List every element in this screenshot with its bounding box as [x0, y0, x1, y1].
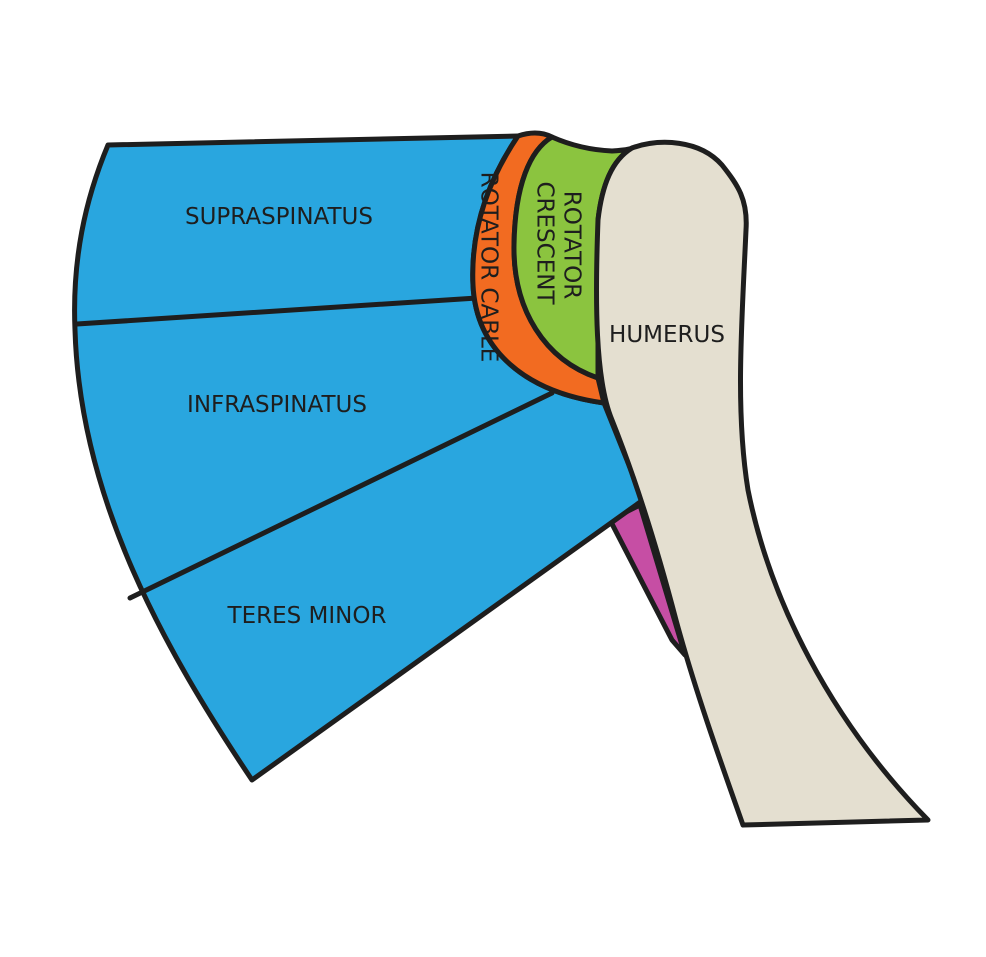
teres-minor-label: TERES MINOR — [227, 603, 387, 629]
supraspinatus-label: SUPRASPINATUS — [185, 204, 373, 230]
divider-infraspinatus-teres-minor — [127, 390, 555, 601]
humerus-label: HUMERUS — [609, 322, 725, 348]
humerus-region — [594, 139, 931, 828]
infraspinatus-label: INFRASPINATUS — [187, 392, 367, 418]
divider-supraspinatus-infraspinatus — [74, 295, 480, 327]
rotator-cable-label: ROTATOR CABLE — [476, 172, 502, 363]
rotator-crescent-label-line1: ROTATOR — [559, 191, 585, 299]
rotator-crescent-label-line2: CRESCENT — [532, 181, 558, 305]
